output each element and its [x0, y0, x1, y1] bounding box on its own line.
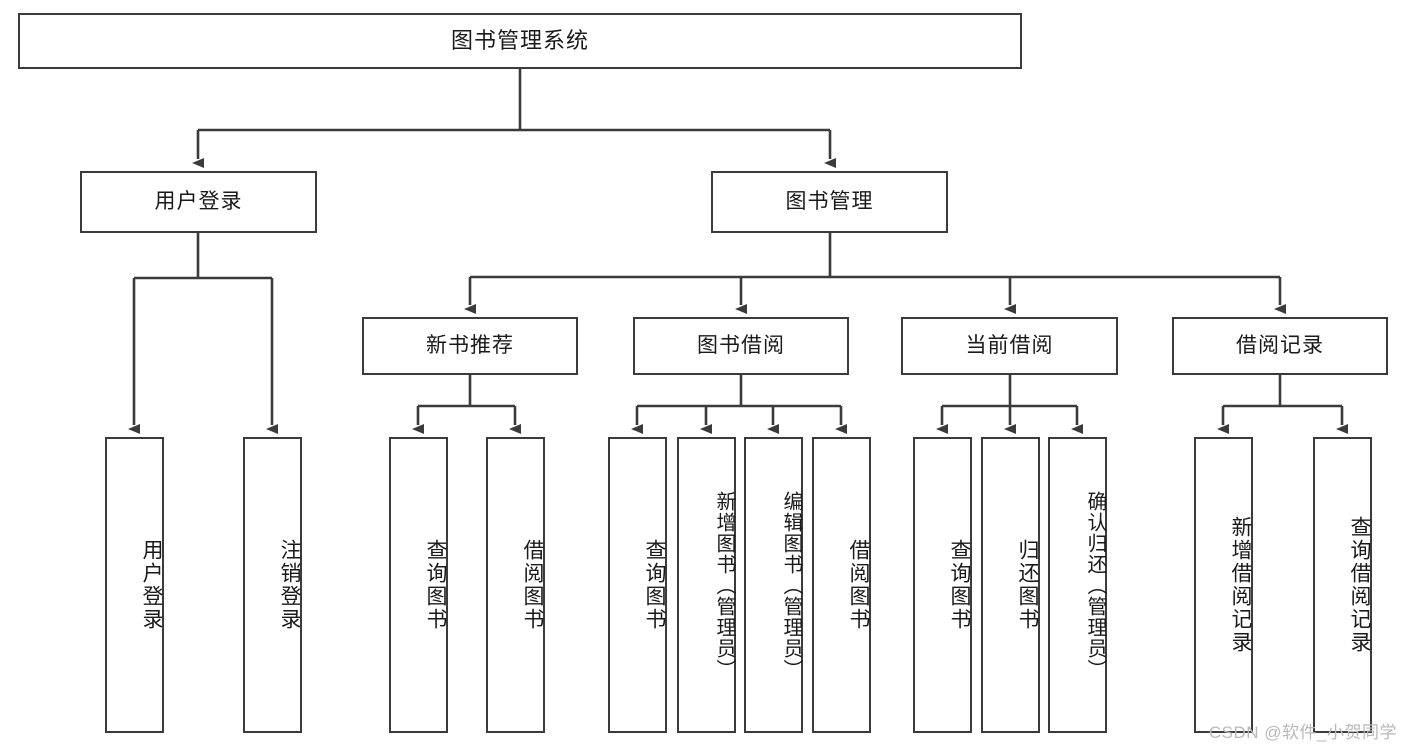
node-new-book-recommend[interactable]: 新书推荐	[362, 317, 578, 375]
node-book-manage[interactable]: 图书管理	[711, 171, 948, 233]
node-book-borrow[interactable]: 图书借阅	[633, 317, 849, 375]
node-current-borrow[interactable]: 当前借阅	[901, 317, 1118, 375]
leaf-logout-login[interactable]: 注销登录	[243, 437, 302, 733]
leaf-borrow-book-recommend[interactable]: 借阅图书	[486, 437, 545, 733]
node-borrow-record[interactable]: 借阅记录	[1172, 317, 1388, 375]
leaf-add-book-admin[interactable]: 新增图书（管理员）	[677, 437, 736, 733]
leaf-return-book[interactable]: 归还图书	[981, 437, 1040, 733]
leaf-query-book-borrow[interactable]: 查询图书	[608, 437, 667, 733]
leaf-user-login[interactable]: 用户登录	[105, 437, 164, 733]
node-root[interactable]: 图书管理系统	[18, 13, 1022, 69]
csdn-watermark: CSDN @软件_小贺同学	[1208, 723, 1397, 742]
node-user-login[interactable]: 用户登录	[80, 171, 317, 233]
leaf-query-borrow-record[interactable]: 查询借阅记录	[1313, 437, 1372, 733]
leaf-query-book-recommend[interactable]: 查询图书	[389, 437, 448, 733]
leaf-confirm-return-admin[interactable]: 确认归还（管理员）	[1048, 437, 1107, 733]
leaf-add-borrow-record[interactable]: 新增借阅记录	[1194, 437, 1253, 733]
leaf-borrow-book[interactable]: 借阅图书	[812, 437, 871, 733]
leaf-query-book-current[interactable]: 查询图书	[913, 437, 972, 733]
leaf-edit-book-admin[interactable]: 编辑图书（管理员）	[744, 437, 803, 733]
